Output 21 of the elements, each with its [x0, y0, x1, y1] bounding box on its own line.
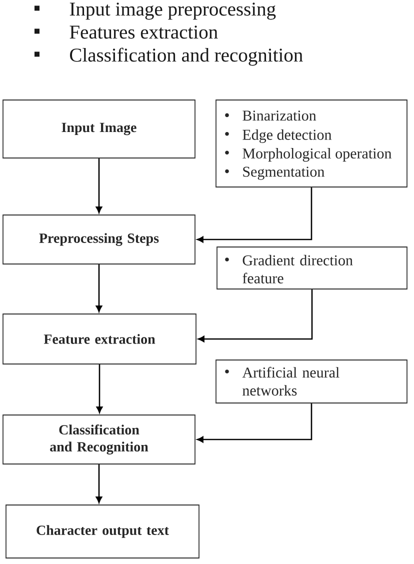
list-item: Classification and recognition [70, 48, 303, 66]
list-item: Binarization [242, 110, 316, 121]
list-item: Gradient direction feature [242, 254, 353, 284]
arrow [196, 403, 312, 443]
arrow [198, 289, 313, 342]
process-box: Preprocessing Steps [2, 214, 196, 264]
process-box: Feature extraction [2, 314, 196, 364]
arrow [196, 187, 312, 243]
list-item: Features extraction [70, 26, 218, 39]
arrow [96, 264, 102, 312]
arrow [96, 364, 103, 414]
arrow [96, 158, 102, 214]
list-item: Edge detection [242, 129, 332, 143]
list-item: Artificial neural networks [242, 366, 340, 396]
process-box: Input Image [2, 100, 196, 158]
list-item: Segmentation [243, 166, 324, 180]
arrow [96, 464, 102, 504]
process-box: Classification and Recognition [2, 414, 196, 464]
process-box: Character output text [6, 504, 200, 558]
list-item: Input image preprocessing [70, 2, 276, 20]
list-item: Morphological operation [242, 148, 392, 162]
